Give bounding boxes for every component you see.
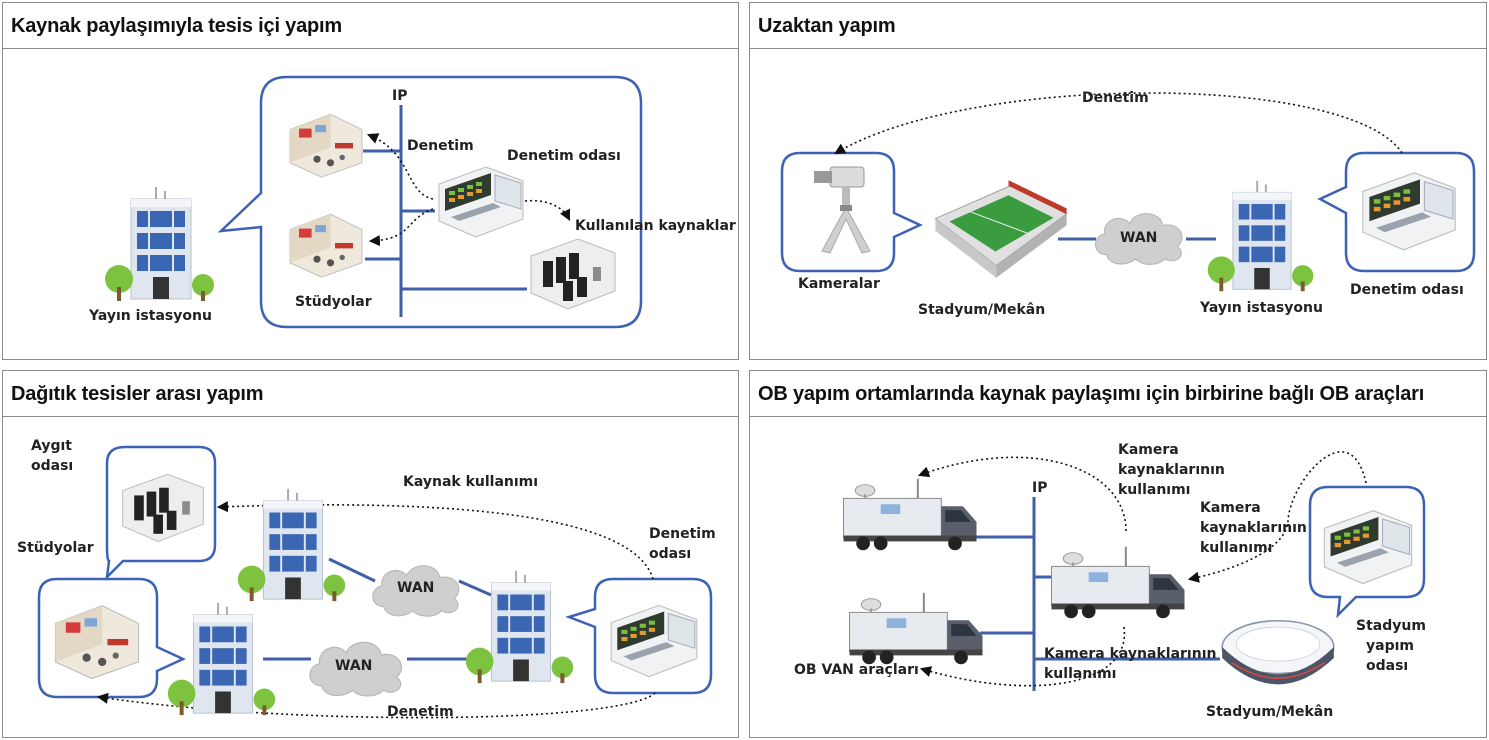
label-cam-use-bottom-1: Kamera kaynaklarının — [1044, 646, 1217, 662]
building-icon — [163, 595, 283, 723]
label-cam-use-mid-1: Kamera — [1200, 500, 1261, 516]
label-control-room: Denetim odası — [507, 148, 621, 164]
p4-arrow-bottom — [919, 626, 1126, 687]
p4-ctrl-bubble — [1308, 485, 1426, 619]
label-stadium-room-1: Stadyum — [1356, 618, 1426, 634]
p1-diagram — [217, 75, 643, 329]
stadium-icon — [926, 173, 1076, 283]
server-room-icon — [115, 459, 211, 551]
ob-truck-icon — [842, 585, 992, 673]
panel-in-house-production: Kaynak paylaşımıyla tesis içi yapım Yayı… — [2, 2, 739, 360]
label-cam-use-top-1: Kamera — [1118, 442, 1179, 458]
label-ip: IP — [392, 88, 408, 104]
p3-resource-arrow — [216, 501, 654, 580]
building-icon — [101, 179, 221, 309]
label-control: Denetim — [387, 704, 454, 720]
ob-truck-icon — [836, 471, 986, 559]
label-control-room-1: Denetim — [649, 526, 716, 542]
label-stadium: Stadyum/Mekân — [1206, 704, 1334, 720]
label-cam-use-bottom-2: kullanımı — [1044, 666, 1117, 682]
p2-control-arrow — [834, 92, 1403, 155]
p3-control-arrow — [96, 692, 656, 719]
p3-equip-bubble — [105, 445, 217, 581]
p1-bubble — [217, 75, 643, 329]
label-broadcaster: Yayın istasyonu — [1200, 300, 1323, 316]
label-stadium-room-2: yapım — [1366, 638, 1414, 654]
control-room-icon — [603, 593, 705, 683]
p3-diagram — [37, 445, 713, 719]
label-resource-use: Kaynak kullanımı — [403, 474, 539, 490]
label-control-room-2: odası — [649, 546, 692, 562]
label-cameras: Kameralar — [798, 276, 880, 292]
studio-icon — [281, 103, 371, 183]
label-stadium: Stadyum/Mekân — [918, 302, 1046, 318]
label-studios: Stüdyolar — [17, 540, 94, 556]
label-wan-top: WAN — [397, 580, 435, 596]
label-cam-use-mid-3: kullanımı — [1200, 540, 1273, 556]
label-equipment-room-2: odası — [31, 458, 74, 474]
label-ip: IP — [1032, 480, 1048, 496]
server-room-icon — [523, 231, 623, 311]
p3-control-bubble — [565, 577, 713, 695]
label-stadium-room-3: odası — [1366, 658, 1409, 674]
panel-remote-production: Uzaktan yapım Denetim WAN Kameralar Stad… — [749, 2, 1487, 360]
dome-stadium-icon — [1216, 603, 1340, 699]
panel-distributed-production: Dağıtık tesisler arası yapım Aygıt odası… — [2, 370, 739, 738]
p4-arrow-right — [1187, 451, 1367, 583]
label-broadcaster: Yayın istasyonu — [89, 308, 212, 324]
p2-diagram — [780, 92, 1476, 273]
label-control-room: Denetim odası — [1350, 282, 1464, 298]
label-control: Denetim — [407, 138, 474, 154]
label-cam-use-top-2: kaynaklarının — [1118, 462, 1225, 478]
building-icon — [461, 563, 581, 691]
p1-ip-network — [363, 105, 527, 317]
panel-title: OB yapım ortamlarında kaynak paylaşımı i… — [750, 371, 1486, 417]
control-room-icon — [1354, 163, 1464, 253]
p4-diagram — [917, 451, 1426, 691]
p1-control-arrows — [366, 133, 571, 247]
studio-icon — [45, 591, 149, 687]
label-cam-use-top-3: kullanımı — [1118, 482, 1191, 498]
panel-title: Dağıtık tesisler arası yapım — [3, 371, 738, 417]
label-studios: Stüdyolar — [295, 294, 372, 310]
label-ob-vans: OB VAN araçları — [794, 662, 919, 678]
label-used-resources: Kullanılan kaynaklar — [575, 218, 736, 234]
p4-ip-network — [976, 497, 1220, 691]
label-wan: WAN — [1120, 230, 1158, 246]
camera-icon — [802, 159, 882, 259]
building-icon — [233, 481, 353, 609]
label-equipment-room-1: Aygıt — [31, 438, 72, 454]
building-icon — [1202, 173, 1322, 299]
panel-title: Uzaktan yapım — [750, 3, 1486, 49]
panel-ob-production: OB yapım ortamlarında kaynak paylaşımı i… — [749, 370, 1487, 738]
ob-truck-icon — [1044, 539, 1194, 627]
p2-ctrl-bubble — [1317, 151, 1476, 273]
label-cam-use-mid-2: kaynaklarının — [1200, 520, 1307, 536]
studio-icon — [281, 203, 371, 283]
control-room-icon — [431, 159, 531, 239]
p3-studio-bubble — [37, 577, 186, 699]
label-control: Denetim — [1082, 90, 1149, 106]
control-room-icon — [1316, 499, 1420, 589]
panel-title: Kaynak paylaşımıyla tesis içi yapım — [3, 3, 738, 49]
p3-links — [263, 557, 492, 661]
label-wan-bottom: WAN — [335, 658, 373, 674]
p2-cam-bubble — [780, 151, 923, 273]
